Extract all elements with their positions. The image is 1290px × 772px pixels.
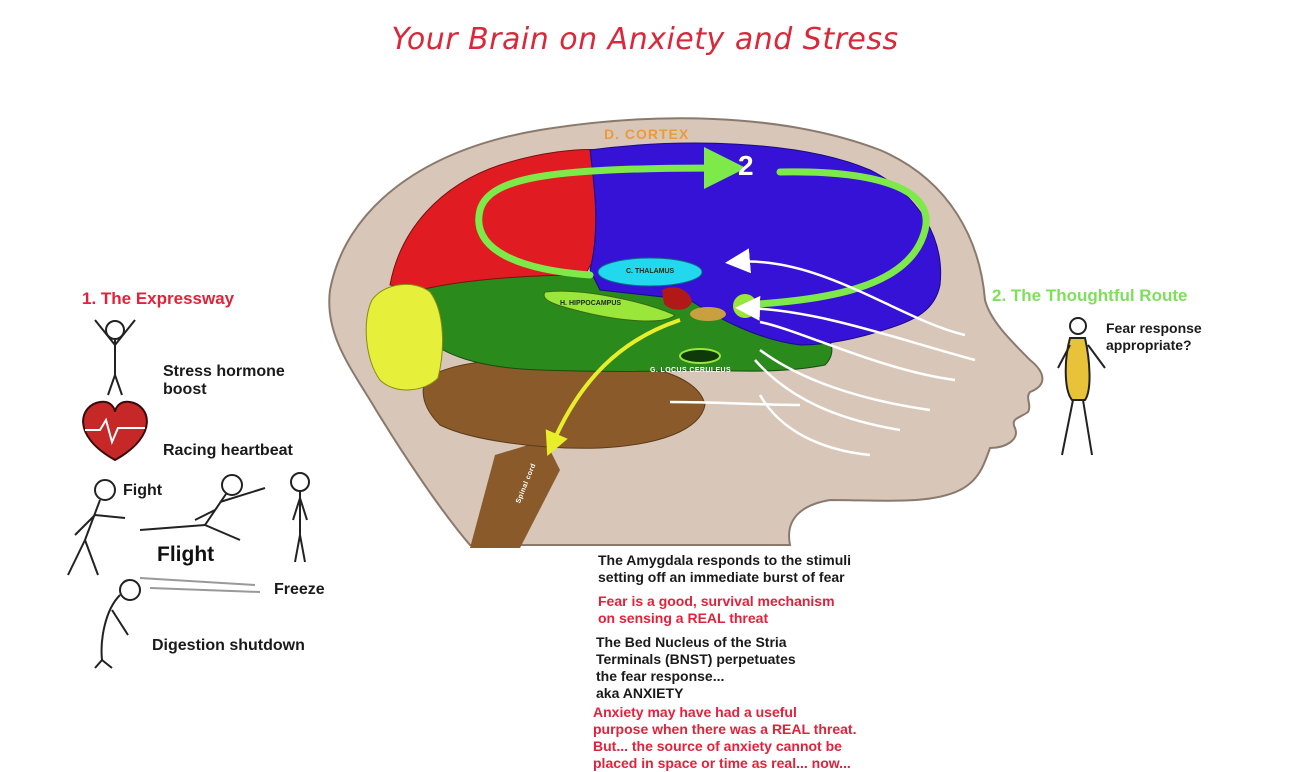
bnst xyxy=(690,307,726,321)
digestion-shutdown-label: Digestion shutdown xyxy=(152,637,305,655)
hippocampus-label: H. HIPPOCAMPUS xyxy=(560,300,621,307)
thalamus-label: C. THALAMUS xyxy=(626,268,674,275)
freeze-figure-icon xyxy=(291,473,309,562)
route-number: 2 xyxy=(738,150,754,182)
fear-response-question: Fear response appropriate? xyxy=(1106,320,1202,354)
thinking-figure-icon xyxy=(1058,318,1105,455)
amygdala-note: The Amygdala responds to the stimuli set… xyxy=(598,552,851,586)
cortex-label: D. CORTEX xyxy=(604,126,689,142)
survival-note: Fear is a good, survival mechanism on se… xyxy=(598,593,835,627)
racing-heartbeat-label: Racing heartbeat xyxy=(163,442,293,460)
fight-figure-icon xyxy=(68,480,125,575)
freeze-label: Freeze xyxy=(274,581,325,599)
digestion-figure-icon xyxy=(95,580,140,668)
stress-figure-icon xyxy=(95,320,135,395)
thoughtful-route-heading: 2. The Thoughtful Route xyxy=(992,286,1187,306)
bnst-note: The Bed Nucleus of the Stria Terminals (… xyxy=(596,634,796,702)
page-title: Your Brain on Anxiety and Stress xyxy=(0,22,1290,57)
fight-label: Fight xyxy=(123,482,162,500)
speed-lines xyxy=(140,578,260,592)
stress-hormone-label: Stress hormone boost xyxy=(163,363,285,399)
flight-label: Flight xyxy=(157,543,214,567)
locus-ceruleus-label: G. LOCUS CERULEUS xyxy=(650,367,731,374)
anxiety-note: Anxiety may have had a useful purpose wh… xyxy=(593,704,856,772)
expressway-heading: 1. The Expressway xyxy=(82,289,234,309)
occipital-lobe xyxy=(366,284,442,390)
locus-ceruleus xyxy=(680,349,720,363)
